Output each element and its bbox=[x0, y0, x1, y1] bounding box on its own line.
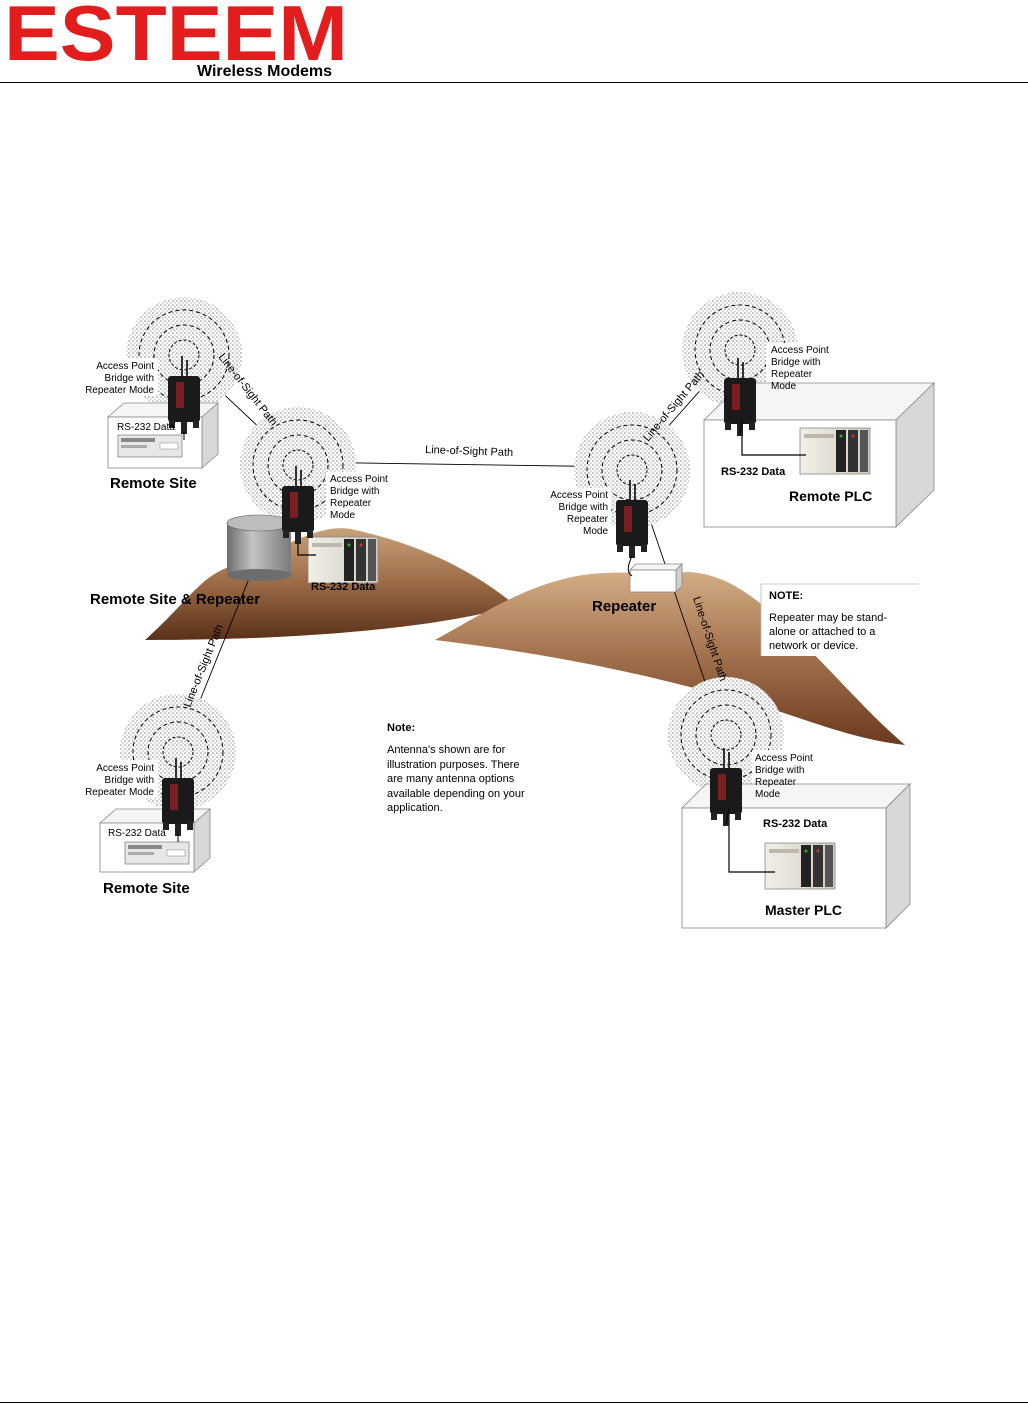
los-label-2: Line-of-Sight Path bbox=[425, 444, 513, 459]
svg-text:Mode: Mode bbox=[330, 510, 355, 521]
svg-text:Access Point: Access Point bbox=[550, 490, 608, 501]
svg-text:Repeater Mode: Repeater Mode bbox=[85, 787, 154, 798]
logo-text: ESTEEM bbox=[4, 0, 348, 66]
svg-text:Note:: Note: bbox=[387, 722, 415, 734]
logo-subtitle: Wireless Modems bbox=[197, 63, 333, 80]
rs232-label-remote-top: RS-232 Data bbox=[117, 422, 175, 433]
ap-label-remote-plc: Access Point Bridge with Repeater Mode bbox=[771, 345, 829, 392]
svg-text:Access Point: Access Point bbox=[96, 763, 154, 774]
site-title-remote-bottom: Remote Site bbox=[103, 880, 190, 897]
svg-text:Repeater may be stand-: Repeater may be stand- bbox=[769, 612, 887, 624]
svg-text:Repeater Mode: Repeater Mode bbox=[85, 385, 154, 396]
ap-label-repeater: Access Point Bridge with Repeater Mode bbox=[550, 490, 608, 537]
svg-text:available depending on your: available depending on your bbox=[387, 788, 525, 800]
ap-label-master: Access Point Bridge with Repeater Mode bbox=[755, 753, 813, 800]
note-center: Note: Antenna's shown are for illustrati… bbox=[387, 722, 525, 814]
ap-label-remote-top: Access Point Bridge with Repeater Mode bbox=[85, 361, 154, 396]
ap-label-remote-bottom: Access Point Bridge with Repeater Mode bbox=[85, 763, 154, 798]
site-title-master: Master PLC bbox=[765, 902, 842, 918]
rs232-label-master: RS-232 Data bbox=[763, 818, 828, 830]
svg-text:Bridge with: Bridge with bbox=[330, 486, 379, 497]
rs232-label-remote-repeater: RS-232 Data bbox=[311, 581, 376, 593]
rs232-label-remote-plc: RS-232 Data bbox=[721, 466, 786, 478]
remote-plc-box bbox=[703, 382, 935, 528]
svg-text:Antenna's shown are for: Antenna's shown are for bbox=[387, 744, 506, 756]
svg-text:Repeater: Repeater bbox=[771, 369, 813, 380]
ap-label-remote-repeater: Access Point Bridge with Repeater Mode bbox=[330, 474, 388, 521]
svg-text:application.: application. bbox=[387, 802, 443, 814]
rs232-label-remote-bottom: RS-232 Data bbox=[108, 828, 166, 839]
repeater-box bbox=[629, 563, 683, 593]
svg-text:Access Point: Access Point bbox=[330, 474, 388, 485]
remote-site-box-top bbox=[106, 402, 220, 469]
svg-text:Mode: Mode bbox=[755, 789, 780, 800]
site-title-repeater: Repeater bbox=[592, 598, 656, 615]
hill-left bbox=[145, 528, 515, 640]
svg-text:Bridge with: Bridge with bbox=[105, 775, 154, 786]
svg-text:Access Point: Access Point bbox=[96, 361, 154, 372]
svg-text:Repeater: Repeater bbox=[567, 514, 609, 525]
svg-text:Repeater: Repeater bbox=[330, 498, 372, 509]
svg-text:Access Point: Access Point bbox=[771, 345, 829, 356]
storage-tank bbox=[226, 514, 292, 581]
svg-text:Bridge with: Bridge with bbox=[771, 357, 820, 368]
svg-text:illustration purposes. There: illustration purposes. There bbox=[387, 759, 519, 771]
site-title-remote-top: Remote Site bbox=[110, 475, 197, 492]
svg-text:Bridge with: Bridge with bbox=[105, 373, 154, 384]
site-title-remote-repeater: Remote Site & Repeater bbox=[90, 591, 260, 608]
site-title-remote-plc: Remote PLC bbox=[789, 488, 872, 504]
esteem-logo: ESTEEM bbox=[4, 0, 348, 66]
svg-text:are many antenna options: are many antenna options bbox=[387, 773, 515, 785]
svg-text:Access Point: Access Point bbox=[755, 753, 813, 764]
hill-right bbox=[435, 572, 905, 745]
note-right: NOTE: Repeater may be stand- alone or at… bbox=[760, 583, 919, 656]
svg-text:Bridge with: Bridge with bbox=[559, 502, 608, 513]
header-rule bbox=[0, 82, 1028, 83]
footer-rule bbox=[0, 1402, 1028, 1403]
svg-text:Bridge with: Bridge with bbox=[755, 765, 804, 776]
svg-text:network or device.: network or device. bbox=[769, 640, 858, 652]
svg-text:alone or attached to a: alone or attached to a bbox=[769, 626, 876, 638]
svg-text:Mode: Mode bbox=[583, 526, 608, 537]
svg-text:Repeater: Repeater bbox=[755, 777, 797, 788]
plc-remote-repeater bbox=[307, 536, 379, 584]
svg-text:NOTE:: NOTE: bbox=[769, 590, 803, 602]
svg-text:Mode: Mode bbox=[771, 381, 796, 392]
